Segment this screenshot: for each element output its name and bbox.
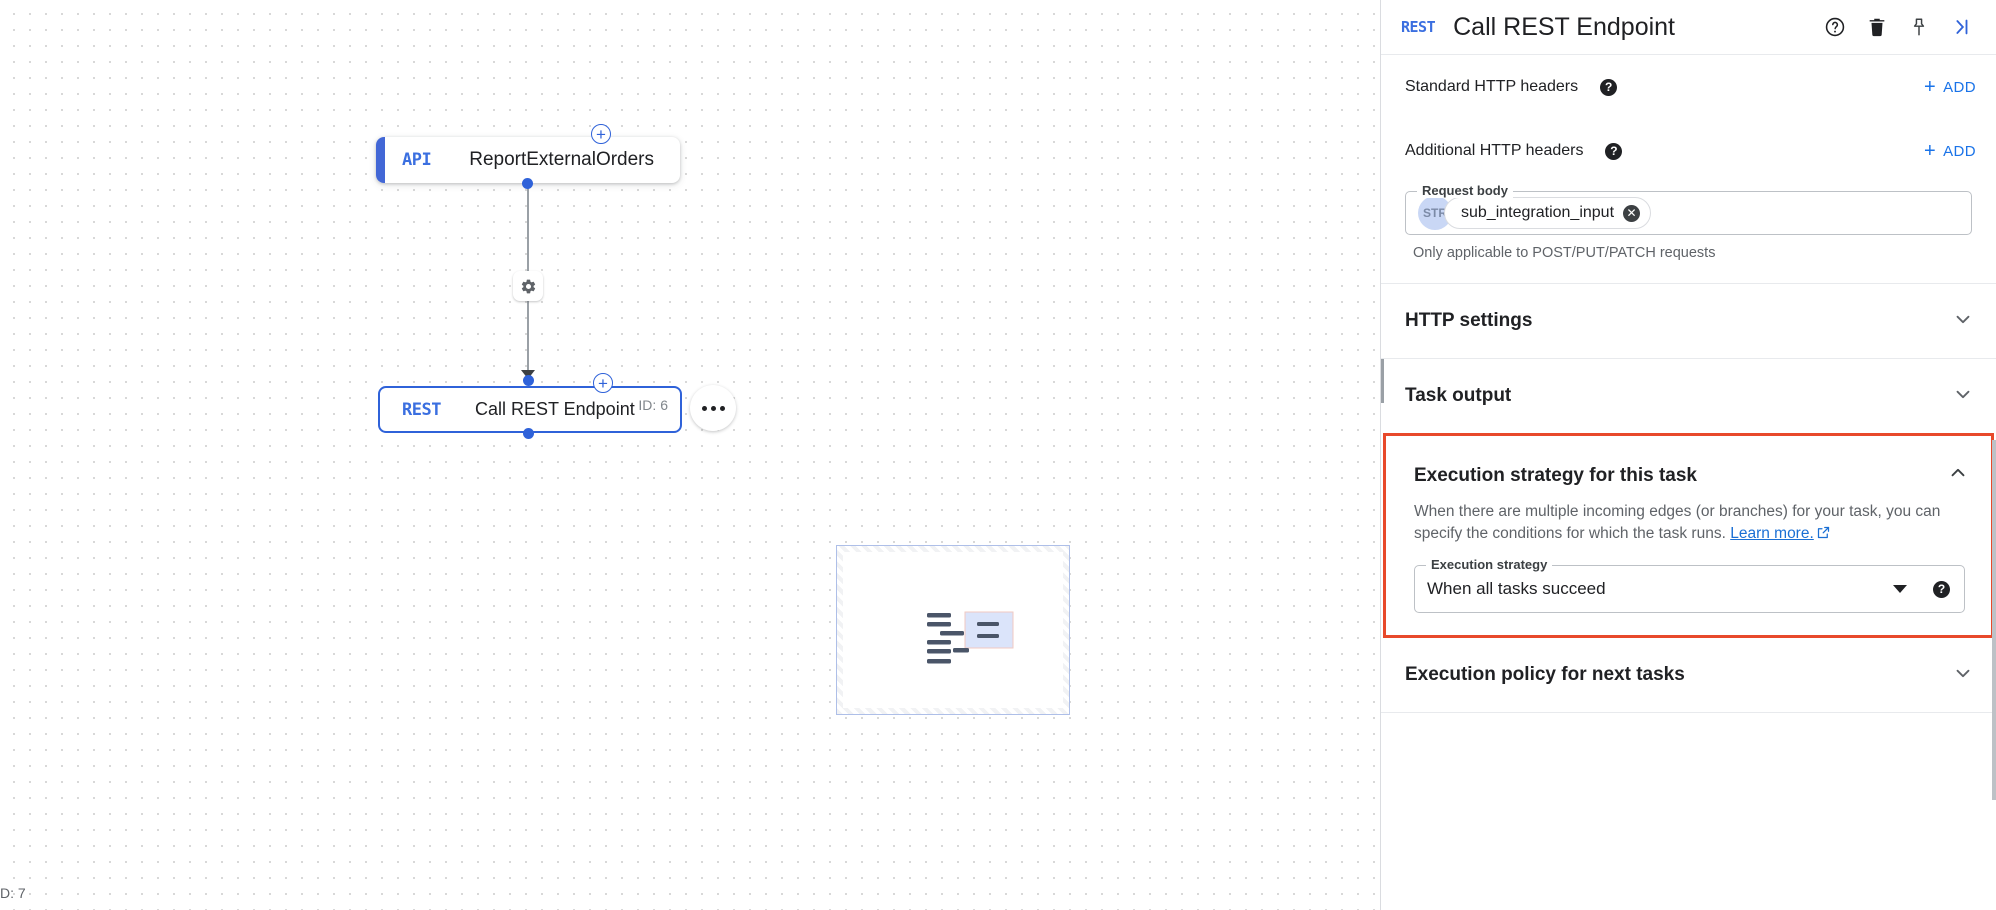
canvas-corner-id-label: D: 7 [0,885,26,901]
section-title: HTTP settings [1405,310,1533,331]
help-icon[interactable]: ? [1600,78,1618,96]
execution-strategy-header[interactable]: Execution strategy for this task [1386,436,1991,489]
execution-strategy-selected-value: When all tasks succeed [1427,579,1606,598]
panel-type-badge: REST [1401,18,1436,36]
more-horizontal-icon[interactable] [690,385,736,431]
standard-http-headers-row: Standard HTTP headers ? + ADD [1381,55,1996,119]
node-input-port[interactable] [523,375,534,386]
diagram-illustration-icon [927,611,1014,664]
section-title: Execution policy for next tasks [1405,664,1685,685]
section-title: Execution strategy for this task [1414,464,1697,486]
section-title: Task output [1405,385,1512,406]
task-config-panel: REST Call REST Endpoint [1380,0,1996,910]
request-body-legend: Request body [1417,183,1513,198]
placeholder-illustration [843,552,1063,708]
edge-arrowhead [521,370,535,379]
node-label: Call REST Endpoint [474,399,635,419]
description-line-2: you can specify the conditions for which… [1414,503,1941,542]
external-link-icon[interactable] [1816,525,1831,547]
chevron-up-icon[interactable] [1947,462,1969,489]
chevron-down-icon [1952,662,1974,689]
standard-http-headers-label: Standard HTTP headers [1405,78,1579,95]
additional-http-headers-label: Additional HTTP headers [1405,142,1584,159]
help-icon[interactable]: ? [1933,580,1950,598]
workflow-canvas[interactable]: API ReportExternalOrders + REST Call RES… [0,0,1380,910]
canvas-placeholder-panel [836,545,1070,715]
request-body-chip-group: STR sub_integration_input ✕ [1418,196,1652,230]
section-execution-policy[interactable]: Execution policy for next tasks [1381,638,1996,712]
node-id-label: ID: 6 [638,397,668,413]
panel-header: REST Call REST Endpoint [1381,0,1996,55]
add-label: ADD [1943,78,1976,96]
panel-body[interactable]: Standard HTTP headers ? + ADD Additional… [1381,55,1996,910]
node-output-port[interactable] [522,178,533,189]
panel-scrollbar[interactable] [1992,440,1996,800]
collapse-right-icon[interactable] [1944,10,1978,44]
panel-scroll-indicator[interactable] [1381,359,1384,403]
help-circle-icon[interactable] [1818,10,1852,44]
plus-icon: + [1924,76,1937,98]
description-line-1: When there are multiple incoming edges (… [1414,503,1882,520]
node-call-rest-endpoint[interactable]: REST Call REST Endpoint ID: 6 [378,386,682,433]
pin-icon[interactable] [1902,10,1936,44]
execution-strategy-select-legend: Execution strategy [1426,557,1553,572]
node-report-external-orders[interactable]: API ReportExternalOrders [376,137,680,183]
execution-strategy-description: When there are multiple incoming edges (… [1386,489,1991,547]
help-icon[interactable]: ? [1605,142,1623,160]
add-label: ADD [1943,142,1976,160]
plus-icon: + [1924,140,1937,162]
section-execution-strategy[interactable]: Execution strategy for this task When th… [1383,433,1994,638]
plus-circle-icon[interactable]: + [593,373,613,393]
section-http-settings[interactable]: HTTP settings [1381,284,1996,358]
page-title: Call REST Endpoint [1453,12,1675,41]
divider [1381,712,1996,713]
divider [1381,283,1996,284]
chevron-down-icon [1952,308,1974,335]
trash-icon[interactable] [1860,10,1894,44]
node-output-port[interactable] [523,428,534,439]
divider [1381,358,1996,359]
additional-http-headers-row: Additional HTTP headers ? + ADD [1381,119,1996,183]
node-type-badge: REST [402,399,441,420]
add-standard-header-button[interactable]: + ADD [1924,77,1976,97]
node-label: ReportExternalOrders [469,149,655,170]
chevron-down-icon [1952,383,1974,410]
node-accent-bar [376,137,385,183]
gear-icon[interactable] [513,271,543,301]
chevron-down-icon[interactable] [1893,585,1907,593]
add-additional-header-button[interactable]: + ADD [1924,141,1976,161]
learn-more-link[interactable]: Learn more. [1730,525,1814,542]
variable-chip[interactable]: sub_integration_input ✕ [1444,197,1652,229]
node-type-badge: API [402,150,432,170]
execution-strategy-select[interactable]: Execution strategy When all tasks succee… [1414,557,1965,613]
section-task-output[interactable]: Task output [1381,359,1996,433]
request-body-helper-text: Only applicable to POST/PUT/PATCH reques… [1413,245,1716,261]
variable-chip-label: sub_integration_input [1461,204,1615,221]
request-body-field[interactable]: Request body STR sub_integration_input ✕ [1405,183,1972,235]
plus-circle-icon[interactable]: + [591,124,611,144]
close-icon[interactable]: ✕ [1623,204,1641,222]
